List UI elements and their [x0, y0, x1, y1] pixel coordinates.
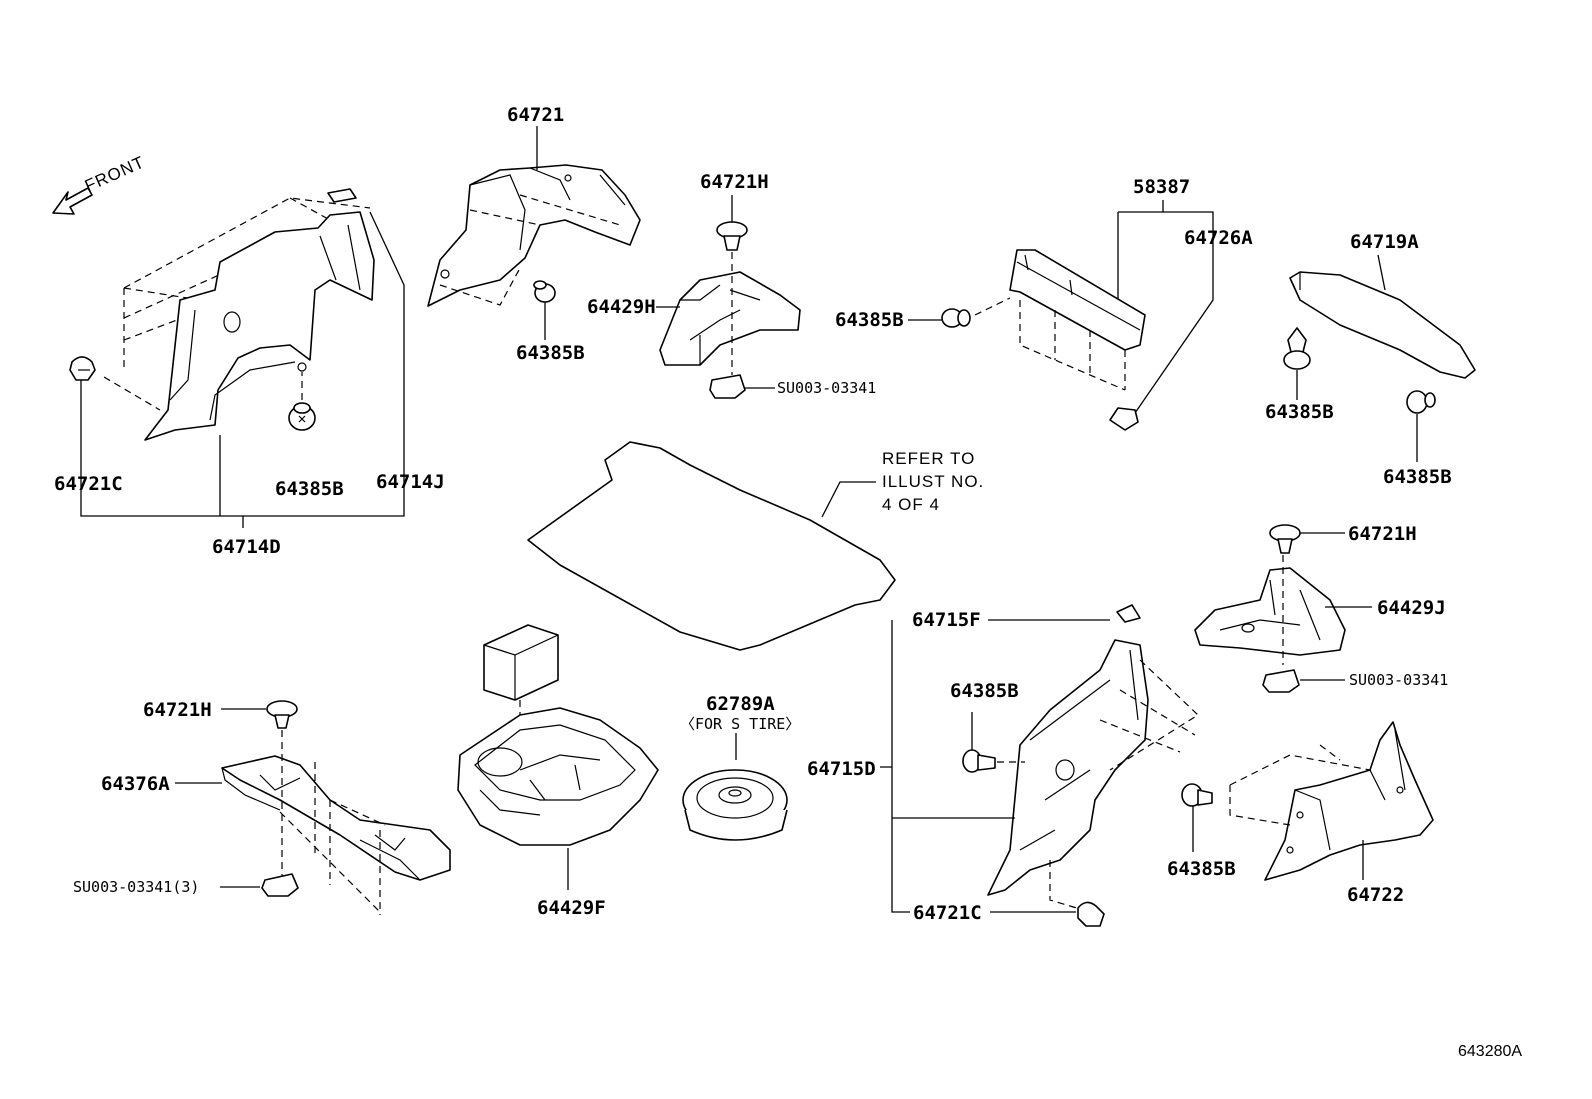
label-su-left: SU003-03341(3) — [73, 878, 199, 896]
storage-box — [483, 624, 559, 775]
clip-64385b-right-b-icon — [1406, 390, 1436, 462]
label-64429h: 64429H — [587, 296, 656, 318]
label-64715d: 64715D — [807, 758, 876, 780]
label-64726a: 64726A — [1184, 227, 1253, 249]
clip-64385b-lower-mid-icon — [962, 712, 1025, 773]
clip-64385b-lower-right-icon — [1181, 783, 1213, 852]
quarter-trim-panel-left — [103, 188, 375, 441]
label-64721: 64721 — [507, 104, 564, 126]
label-64385b-upper: 64385B — [835, 309, 904, 331]
front-arrow-icon — [52, 187, 93, 215]
label-64714d: 64714D — [212, 536, 281, 558]
clip-64726a-icon — [1109, 407, 1139, 431]
label-64385b-lower-mid: 64385B — [950, 680, 1019, 702]
label-64721c-bottom: 64721C — [913, 902, 982, 924]
wheelhouse-cover-lower — [1229, 721, 1434, 881]
clip-64721c-left-icon — [69, 356, 96, 381]
refer-note-line-2: ILLUST NO. — [882, 472, 984, 491]
nut-su-left-icon — [220, 873, 299, 897]
label-64715f: 64715F — [912, 609, 981, 631]
deck-board — [527, 441, 896, 651]
label-64722: 64722 — [1347, 884, 1404, 906]
label-64721h-left: 64721H — [143, 699, 212, 721]
wheelhouse-cover-upper — [427, 164, 641, 307]
label-su-right: SU003-03341 — [1349, 671, 1448, 689]
clip-64721c-bottom-icon — [990, 901, 1105, 927]
luggage-tray-64429f — [457, 707, 659, 846]
rear-panel-trim-58387 — [974, 249, 1146, 391]
label-64721h-top: 64721H — [700, 171, 769, 193]
label-64429j: 64429J — [1377, 597, 1446, 619]
tool-holder-64429h — [659, 252, 801, 375]
nut-su-top-icon — [709, 374, 775, 399]
label-64385b-right-b: 64385B — [1383, 466, 1452, 488]
screw-64385b-mid-icon — [533, 280, 556, 340]
tool-holder-64429j — [1194, 555, 1372, 665]
quarter-trim-panel-right — [987, 604, 1199, 913]
spare-tire-cover-62789a — [682, 769, 788, 841]
clip-64385b-right-a-icon — [1283, 327, 1311, 400]
label-64721c-left: 64721C — [54, 473, 123, 495]
screw-64385b-upper-icon — [908, 308, 971, 328]
label-64714j: 64714J — [376, 471, 445, 493]
tire-note: 〈FOR S TIRE〉 — [680, 715, 800, 733]
screw-64385b-left-icon — [288, 362, 316, 431]
label-64721h-right: 64721H — [1348, 523, 1417, 545]
nut-su-right-icon — [1262, 669, 1345, 693]
label-64429f: 64429F — [537, 897, 606, 919]
label-62789a: 62789A — [706, 693, 775, 715]
label-su-top: SU003-03341 — [777, 379, 876, 397]
label-64385b-mid: 64385B — [516, 342, 585, 364]
label-64385b-lower-right: 64385B — [1167, 858, 1236, 880]
partition-board-64376a — [221, 730, 451, 915]
clip-64721h-left-icon — [221, 700, 298, 729]
label-58387: 58387 — [1133, 176, 1190, 198]
label-64385b-left: 64385B — [275, 478, 344, 500]
illustration-id: 643280A — [1458, 1043, 1522, 1060]
label-64385b-right-a: 64385B — [1265, 401, 1334, 423]
scuff-plate-64719a — [1289, 271, 1476, 379]
label-64376a: 64376A — [101, 773, 170, 795]
clip-64721h-top-icon — [716, 195, 748, 251]
label-64719a: 64719A — [1350, 231, 1419, 253]
front-label: FRONT — [82, 152, 148, 195]
refer-note-line-3: 4 OF 4 — [882, 495, 940, 514]
clip-64721h-right-icon — [1269, 524, 1345, 554]
refer-note-line-1: REFER TO — [882, 449, 975, 468]
